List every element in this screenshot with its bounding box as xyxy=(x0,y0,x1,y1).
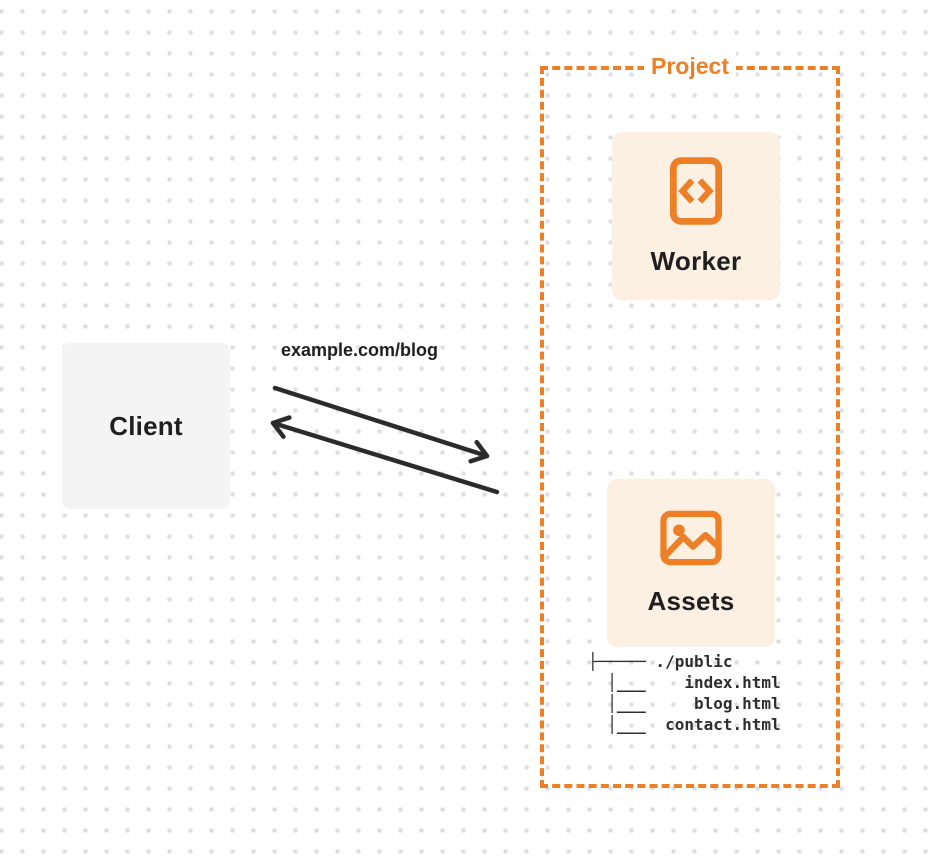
file-tree: ├───── ./public │___ index.html │___ blo… xyxy=(588,651,781,735)
request-arrow xyxy=(272,385,490,464)
response-arrow xyxy=(270,415,500,495)
file-tree-line-blog: │___ blog.html xyxy=(588,694,781,713)
worker-label: Worker xyxy=(650,245,742,276)
file-tree-line-public: ├───── ./public xyxy=(588,652,733,671)
project-label: Project xyxy=(644,51,736,81)
file-tree-line-contact: │___ contact.html xyxy=(588,715,781,734)
request-response-arrows xyxy=(270,385,500,495)
file-tree-line-index: │___ index.html xyxy=(588,673,781,692)
client-label: Client xyxy=(109,410,183,441)
assets-node: Assets xyxy=(607,479,775,647)
code-file-icon xyxy=(669,156,723,225)
project-boundary: Project Worker Assets ├───── ./public │_… xyxy=(540,51,840,788)
worker-node: Worker xyxy=(612,132,780,300)
assets-label: Assets xyxy=(647,585,735,616)
request-url-label: example.com/blog xyxy=(281,340,439,360)
client-node: Client xyxy=(62,343,230,509)
image-icon xyxy=(660,510,722,565)
